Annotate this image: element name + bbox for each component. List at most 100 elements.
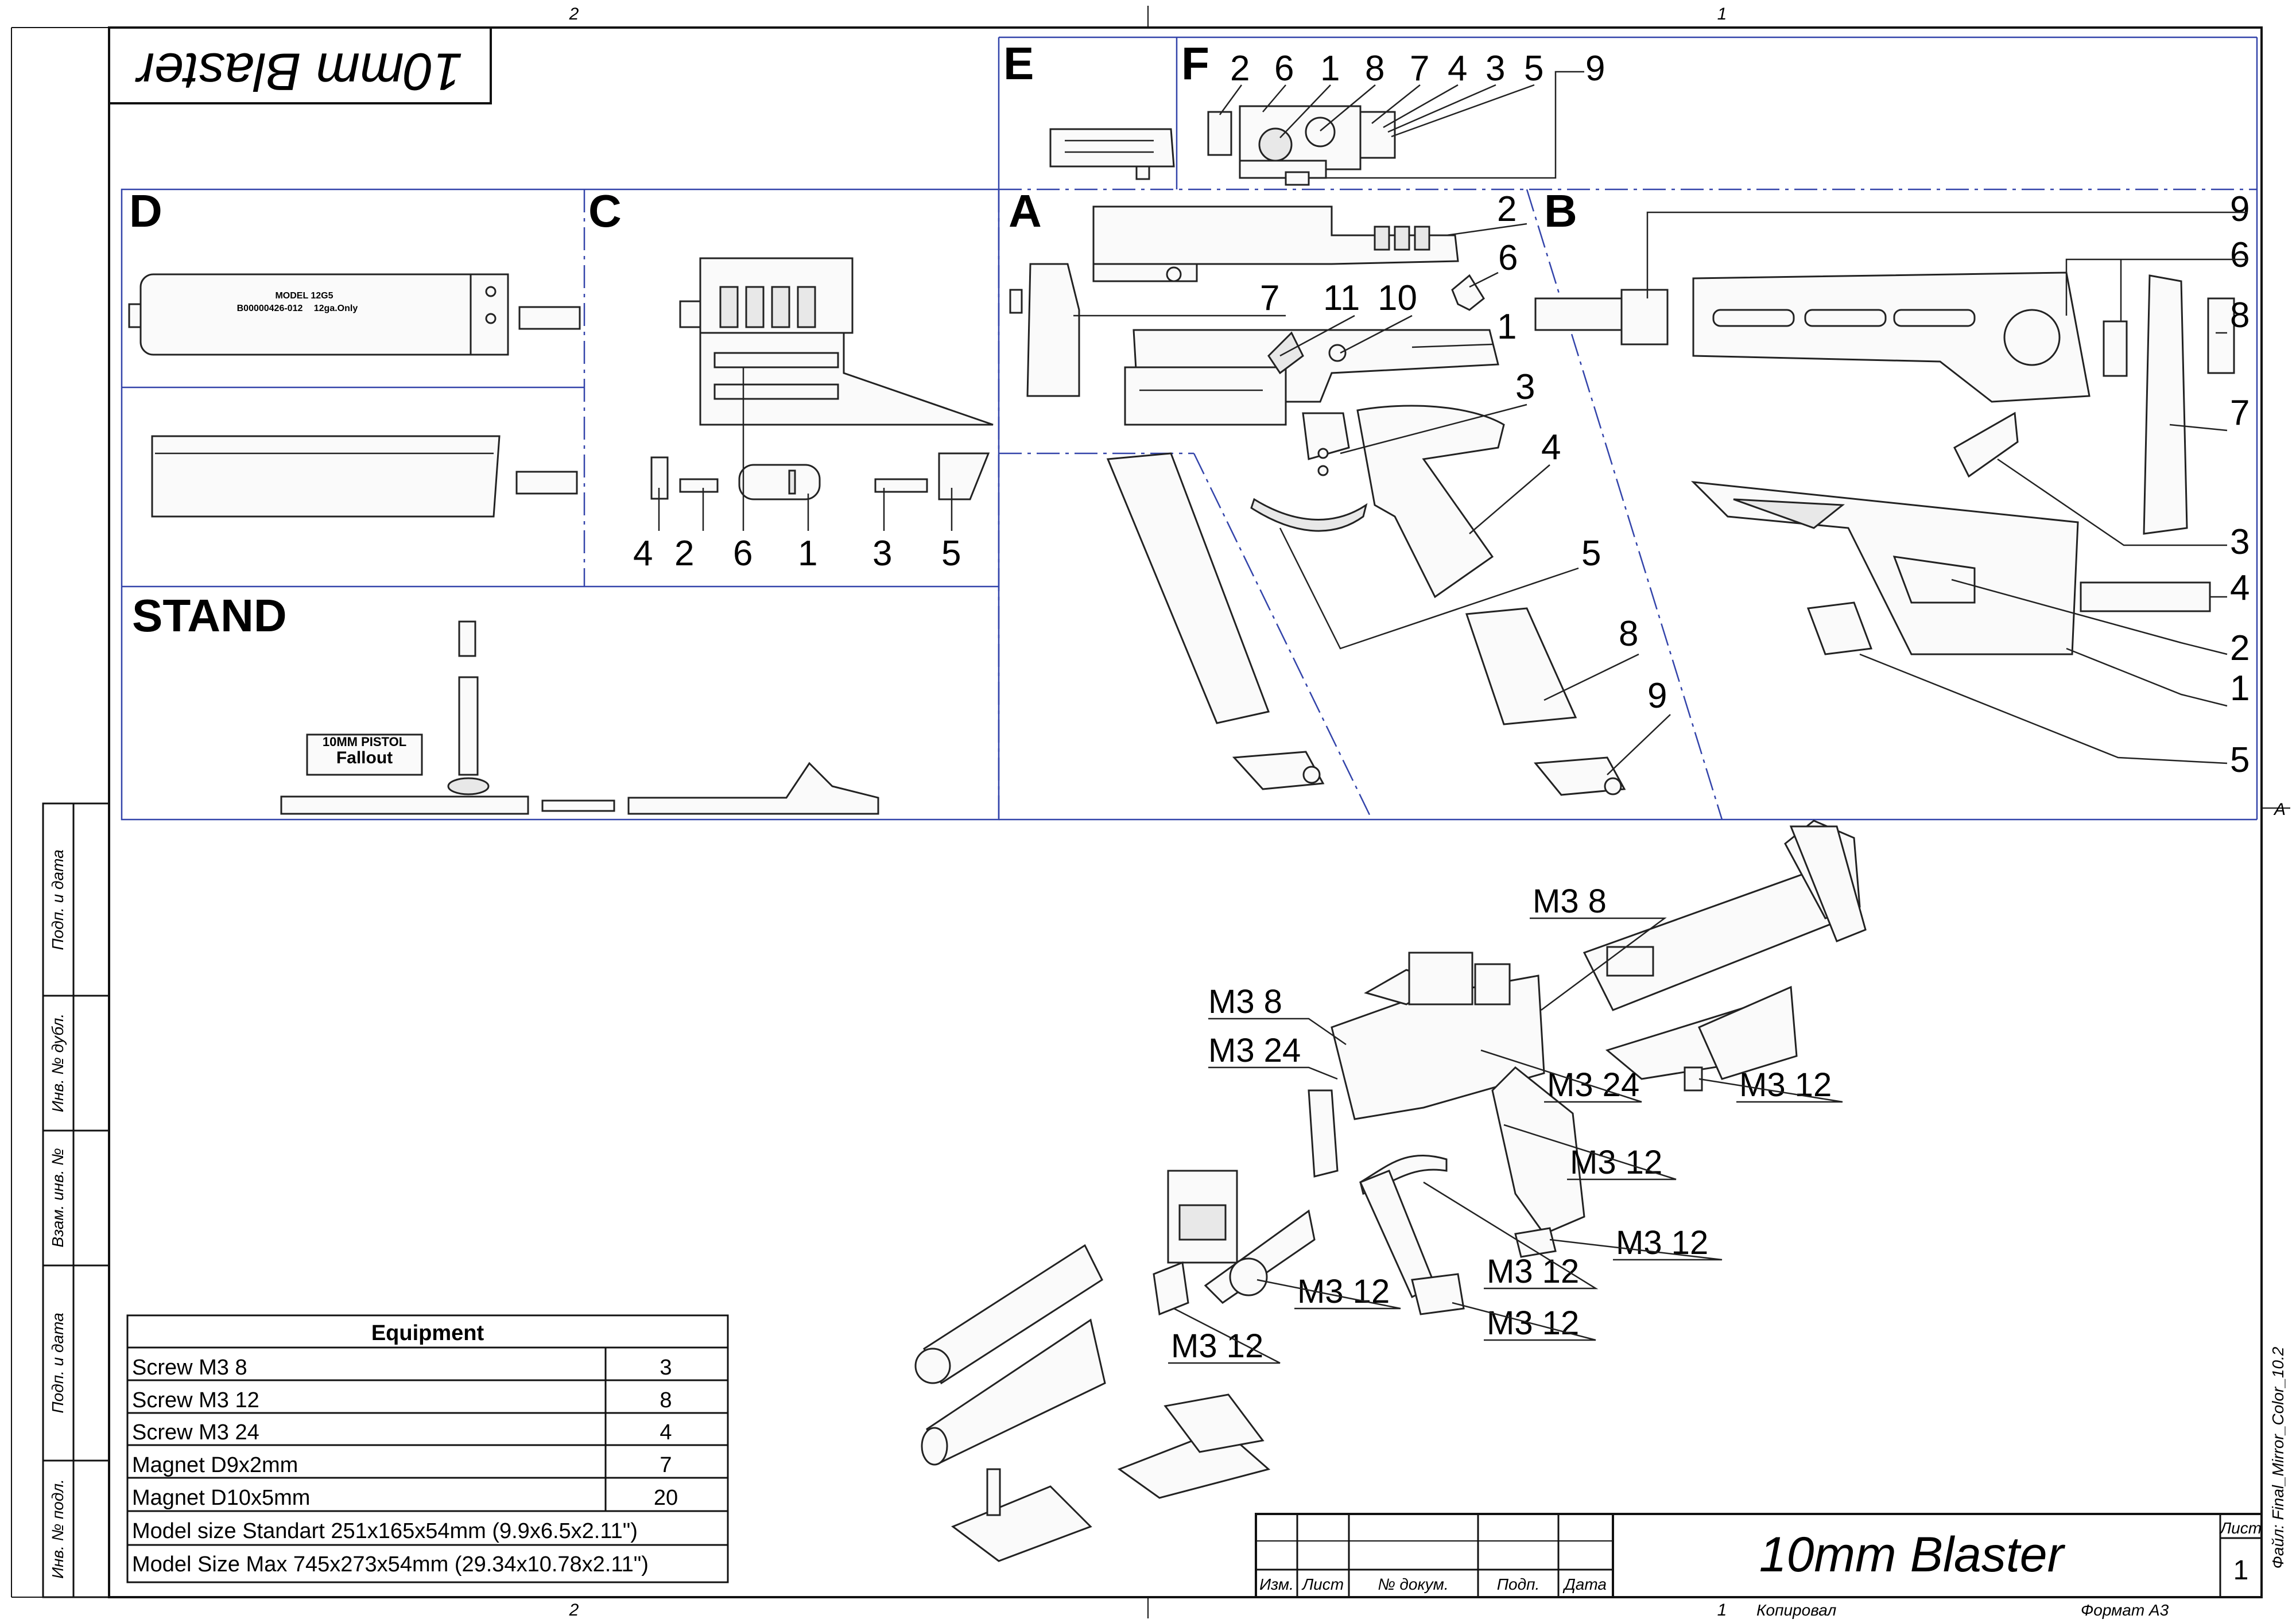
section-label-stand: STAND (132, 590, 287, 641)
section-a-num-9: 9 (1647, 676, 1667, 716)
zone-side: A (2273, 800, 2286, 819)
section-f-leaders (1219, 71, 1584, 179)
section-label-a: A (1009, 185, 1042, 236)
section-b-num-8: 8 (2230, 296, 2250, 335)
receiver-section-a (1009, 205, 1626, 796)
section-f-num-5: 5 (1524, 49, 1543, 88)
section-a-num-11: 11 (1323, 278, 1360, 318)
title-block-data: Дата (1562, 1575, 1607, 1593)
callout-m3-12-b: M3 12 (1570, 1144, 1662, 1181)
callout-m3-8-b: M3 8 (1208, 983, 1282, 1020)
section-c-num-6: 6 (733, 534, 753, 573)
section-c-num-4: 4 (633, 534, 653, 573)
section-c-leaders (658, 367, 953, 531)
stand-plaque-line1: 10MM PISTOL (323, 735, 406, 749)
section-label-e: E (1003, 38, 1034, 89)
section-f-num-2: 2 (1230, 49, 1250, 88)
footer-file: Файл: Final_Mirror_Color_10.2 (2269, 1346, 2287, 1568)
section-f-num-1: 1 (1320, 49, 1340, 88)
section-b-numbers: 9 6 8 7 3 4 2 1 5 (2230, 189, 2250, 780)
equipment-row-4-qty: 7 (660, 1453, 672, 1477)
zone-top-right: 1 (1717, 5, 1727, 24)
section-a-num-10: 10 (1378, 278, 1417, 318)
equipment-row-5-name: Magnet D10x5mm (132, 1486, 310, 1510)
stand-section (280, 620, 879, 815)
section-f-num-4: 4 (1448, 49, 1467, 88)
header-stamp: 10mm Blaster (108, 26, 492, 104)
equipment-row-1-name: Screw M3 8 (132, 1356, 247, 1380)
title-block-doc: № докум. (1378, 1575, 1448, 1593)
equipment-header: Equipment (371, 1321, 484, 1345)
suppressor-model-text: MODEL 12G5 (275, 291, 333, 301)
footer-format: Формат A3 (2081, 1601, 2169, 1619)
equipment-row-3-name: Screw M3 24 (132, 1420, 259, 1445)
callout-m3-12-f: M3 12 (1297, 1273, 1390, 1310)
suppressor-gauge-text: 12ga.Only (314, 304, 358, 313)
barrel-shroud-section-d (151, 435, 578, 518)
title-block-title: 10mm Blaster (1759, 1527, 2066, 1582)
section-a-num-6: 6 (1498, 238, 1518, 278)
title-block-sheet-number: 1 (2233, 1555, 2249, 1586)
section-f-num-7: 7 (1410, 49, 1429, 88)
callout-m3-24-a: M3 24 (1208, 1032, 1301, 1069)
section-b-num-7: 7 (2230, 393, 2250, 433)
section-c-num-1: 1 (798, 534, 817, 573)
section-b-num-3: 3 (2230, 522, 2250, 562)
section-label-b: B (1544, 185, 1577, 236)
strip-label-1: Подп. и дата (49, 849, 67, 950)
section-a-num-7: 7 (1260, 278, 1279, 318)
stock-section-b (1534, 271, 2235, 655)
header-stamp-title: 10mm Blaster (135, 42, 463, 101)
section-b-num-5: 5 (2230, 740, 2250, 780)
title-block-labels: Изм. Лист № докум. Подп. Дата (1259, 1575, 1607, 1593)
suppressor-serial-text: B00000426-012 (237, 304, 303, 313)
callout-m3-12-c: M3 12 (1616, 1224, 1708, 1261)
section-a-num-3: 3 (1515, 367, 1535, 407)
zone-bottom-right: 1 (1717, 1601, 1727, 1620)
callout-m3-8-a: M3 8 (1533, 883, 1607, 920)
callout-m3-24-b: M3 24 (1547, 1066, 1639, 1104)
section-b-num-2: 2 (2230, 628, 2250, 668)
section-b-num-6: 6 (2230, 235, 2250, 275)
section-b-leaders (1646, 211, 2247, 764)
callout-m3-12-d: M3 12 (1487, 1253, 1579, 1290)
section-a-num-4: 4 (1541, 428, 1561, 467)
section-a-num-5: 5 (1581, 534, 1601, 573)
section-b-num-9: 9 (2230, 189, 2250, 229)
rail-section-e (1049, 128, 1175, 180)
section-c-num-2: 2 (674, 534, 694, 573)
equipment-row-5-qty: 20 (654, 1486, 678, 1510)
stand-plaque-line2: Fallout (336, 748, 393, 767)
title-block-sheet-label: Лист (2219, 1519, 2262, 1537)
section-c-num-3: 3 (872, 534, 892, 573)
strip-label-2: Инв. № дубл. (49, 1014, 67, 1112)
equipment-model-size-standard: Model size Standart 251x165x54mm (9.9x6.… (132, 1519, 638, 1543)
section-c-numbers: 4 2 6 1 3 5 (633, 534, 961, 573)
section-a-numbers: 2 6 7 11 10 1 3 4 5 8 9 (1260, 189, 1667, 716)
section-f-num-6: 6 (1274, 49, 1294, 88)
assembly-exploded-view (914, 820, 1867, 1562)
title-block-list: Лист (1301, 1575, 1344, 1593)
section-a-leaders (1073, 223, 1671, 775)
section-f-numbers: 2 6 1 8 7 4 3 5 9 (1230, 49, 1605, 88)
equipment-row-2-name: Screw M3 12 (132, 1388, 259, 1412)
strip-label-4: Подп. и дата (49, 1313, 67, 1413)
section-b-num-1: 1 (2230, 669, 2250, 708)
equipment-row-1-qty: 3 (660, 1356, 672, 1380)
section-a-num-8: 8 (1619, 614, 1638, 654)
rail-block-section-c (650, 257, 994, 500)
zone-top-left: 2 (569, 5, 579, 24)
section-a-num-2: 2 (1497, 189, 1517, 229)
footer-copied: Копировал (1756, 1601, 1836, 1619)
title-block (1255, 1513, 2263, 1598)
strip-label-5: Инв. № подл. (49, 1479, 67, 1579)
section-f-num-8: 8 (1365, 49, 1384, 88)
equipment-row-3-qty: 4 (660, 1420, 672, 1445)
section-label-c: C (588, 185, 622, 236)
strip-label-3: Взам. инв. № (49, 1148, 67, 1247)
section-f-num-3: 3 (1486, 49, 1505, 88)
section-label-d: D (129, 185, 162, 236)
equipment-row-4-name: Magnet D9x2mm (132, 1453, 298, 1477)
section-label-f: F (1181, 38, 1209, 89)
